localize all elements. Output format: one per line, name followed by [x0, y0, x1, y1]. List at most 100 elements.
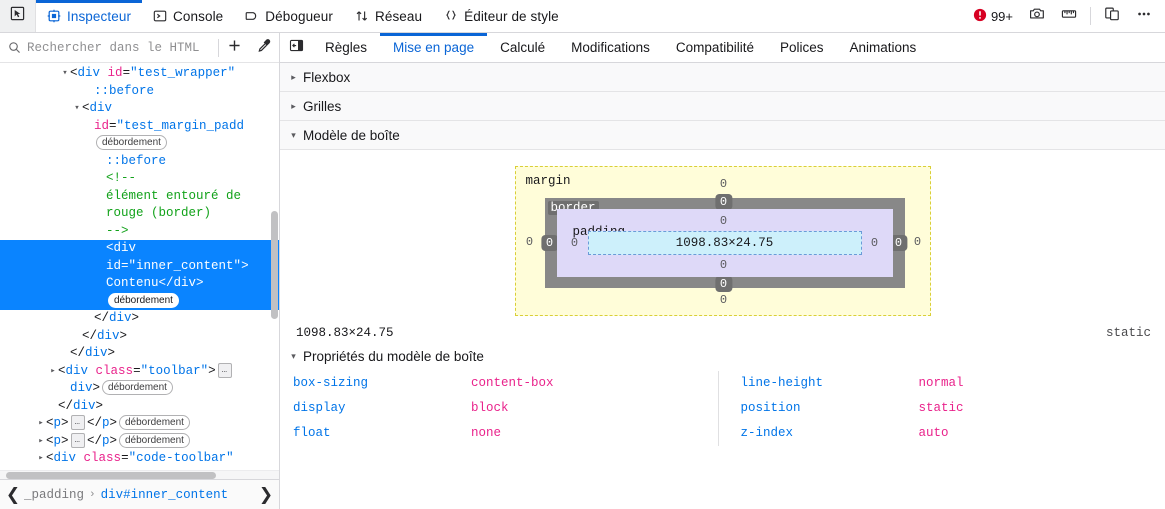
padding-bottom-value[interactable]: 0 — [719, 258, 728, 272]
expand-ellipsis-icon[interactable]: … — [70, 432, 85, 448]
markup-row[interactable]: débordement — [0, 135, 279, 153]
tab-inspecteur[interactable]: Inspecteur — [36, 0, 143, 32]
box-model-content-region[interactable]: 1098.83×24.75 — [587, 231, 862, 255]
accordion-flexbox[interactable]: Flexbox — [280, 63, 1165, 92]
markup-horizontal-scrollbar[interactable] — [0, 470, 279, 479]
markup-row[interactable]: <div class="toolbar">… — [0, 362, 279, 381]
overflow-badge[interactable]: débordement — [102, 380, 173, 395]
markup-token-tag: p — [101, 433, 110, 448]
markup-row[interactable]: rouge (border) — [0, 205, 279, 223]
responsive-design-mode-button[interactable] — [1097, 3, 1127, 29]
property-name[interactable]: z-index — [740, 426, 794, 440]
overflow-badge[interactable]: débordement — [96, 135, 167, 150]
border-left-value[interactable]: 0 — [540, 235, 559, 251]
property-value[interactable]: content-box — [471, 376, 554, 390]
property-name[interactable]: box-sizing — [293, 376, 369, 390]
markup-row-selected[interactable]: <div — [0, 240, 279, 258]
markup-row[interactable]: <div — [0, 100, 279, 118]
markup-row[interactable]: <div class="code-toolbar" — [0, 450, 279, 468]
margin-bottom-value[interactable]: 0 — [719, 293, 728, 307]
property-name[interactable]: display — [293, 401, 346, 415]
element-picker-button[interactable] — [0, 0, 36, 32]
sidebar-tab-modifications[interactable]: Modifications — [558, 33, 663, 62]
chevron-right-icon[interactable] — [48, 363, 58, 381]
sidebar-tab-compatibilit-[interactable]: Compatibilité — [663, 33, 767, 62]
add-node-button[interactable] — [219, 35, 249, 61]
tab-console[interactable]: Console — [142, 0, 234, 32]
chevron-right-icon[interactable] — [36, 415, 46, 433]
markup-row[interactable]: div>débordement — [0, 380, 279, 398]
property-name[interactable]: position — [740, 401, 801, 415]
property-name[interactable]: line-height — [740, 376, 824, 390]
tab-editeur-de-style[interactable]: Éditeur de style — [433, 0, 570, 32]
markup-row[interactable]: ::before — [0, 83, 279, 101]
breadcrumb-next-button[interactable]: ❯ — [255, 482, 277, 508]
markup-row[interactable]: ::before — [0, 153, 279, 171]
overflow-badge[interactable]: débordement — [119, 432, 190, 448]
tab-reseau[interactable]: Réseau — [344, 0, 433, 32]
box-model-padding-region[interactable]: padding 0 0 0 0 1098.83×24.75 — [556, 209, 893, 277]
markup-row-selected[interactable]: id="inner_content"> — [0, 257, 279, 275]
markup-tree[interactable]: <div id="test_wrapper"::before<divid="te… — [0, 63, 279, 470]
property-name[interactable]: float — [293, 426, 331, 440]
breadcrumb-item[interactable]: _padding — [24, 487, 85, 502]
measure-button[interactable] — [1054, 3, 1084, 29]
markup-row-selected[interactable]: Contenu</div> — [0, 275, 279, 293]
markup-row[interactable]: <div id="test_wrapper" — [0, 65, 279, 83]
border-top-value[interactable]: 0 — [714, 194, 733, 210]
search-input[interactable] — [21, 40, 218, 55]
markup-row[interactable]: </div> — [0, 310, 279, 328]
sidebar-tab-polices[interactable]: Polices — [767, 33, 837, 62]
markup-row[interactable]: <p>…</p>débordement — [0, 432, 279, 451]
chevron-right-icon[interactable] — [36, 433, 46, 451]
margin-right-value[interactable]: 0 — [913, 235, 922, 249]
sidebar-tab-calcul-[interactable]: Calculé — [487, 33, 558, 62]
sidebar-tab-r-gles[interactable]: Règles — [312, 33, 380, 62]
chevron-right-icon[interactable] — [36, 450, 46, 468]
accordion-modele-de-boite[interactable]: Modèle de boîte — [280, 121, 1165, 150]
expand-ellipsis-icon[interactable]: … — [70, 415, 85, 430]
padding-right-value[interactable]: 0 — [870, 236, 879, 250]
sidebar-tab-mise-en-page[interactable]: Mise en page — [380, 33, 488, 62]
markup-horizontal-scroll-thumb[interactable] — [6, 472, 216, 479]
padding-top-value[interactable]: 0 — [719, 214, 728, 228]
property-value[interactable]: auto — [918, 426, 949, 440]
property-value[interactable]: block — [471, 401, 509, 415]
error-count-button[interactable]: 99+ — [969, 0, 1020, 32]
margin-left-value[interactable]: 0 — [525, 235, 534, 249]
tab-debogueur[interactable]: Débogueur — [234, 0, 344, 32]
breadcrumb-prev-button[interactable]: ❮ — [2, 482, 24, 508]
markup-row[interactable]: </div> — [0, 328, 279, 346]
more-options-button[interactable] — [1129, 3, 1159, 29]
border-right-value[interactable]: 0 — [889, 235, 908, 251]
property-value[interactable]: none — [471, 426, 502, 440]
border-bottom-value[interactable]: 0 — [714, 276, 733, 292]
accordion-grilles[interactable]: Grilles — [280, 92, 1165, 121]
breadcrumb-item[interactable]: div#inner_content — [100, 487, 229, 502]
markup-row[interactable]: </div> — [0, 345, 279, 363]
property-value[interactable]: normal — [918, 376, 964, 390]
markup-row[interactable]: élément entouré de — [0, 188, 279, 206]
markup-row[interactable]: --> — [0, 223, 279, 241]
property-value[interactable]: static — [918, 401, 964, 415]
padding-left-value[interactable]: 0 — [570, 236, 579, 250]
markup-row-selected[interactable]: débordement — [0, 292, 279, 310]
screenshot-button[interactable] — [1022, 3, 1052, 29]
chevron-down-icon[interactable] — [72, 100, 82, 118]
margin-top-value[interactable]: 0 — [719, 177, 728, 191]
overflow-badge[interactable]: débordement — [108, 292, 179, 308]
markup-vertical-scrollbar[interactable] — [271, 211, 278, 319]
eyedropper-button[interactable] — [249, 35, 279, 61]
box-model-margin-region[interactable]: margin 0 0 0 0 border 0 0 0 0 — [514, 166, 931, 316]
toggle-pane-button[interactable] — [280, 33, 312, 62]
sidebar-tab-animations[interactable]: Animations — [837, 33, 930, 62]
markup-row[interactable]: <!-- — [0, 170, 279, 188]
box-model-border-region[interactable]: border 0 0 0 0 padding 0 0 0 — [540, 194, 908, 292]
markup-row[interactable]: </div> — [0, 398, 279, 416]
expand-ellipsis-icon[interactable]: … — [217, 362, 233, 378]
overflow-badge[interactable]: débordement — [119, 415, 190, 430]
chevron-down-icon[interactable] — [60, 65, 70, 83]
markup-row[interactable]: <p>…</p>débordement — [0, 415, 279, 433]
box-model-properties-toggle[interactable]: Propriétés du modèle de boîte — [280, 344, 1165, 369]
markup-row[interactable]: id="test_margin_padd — [0, 118, 279, 136]
